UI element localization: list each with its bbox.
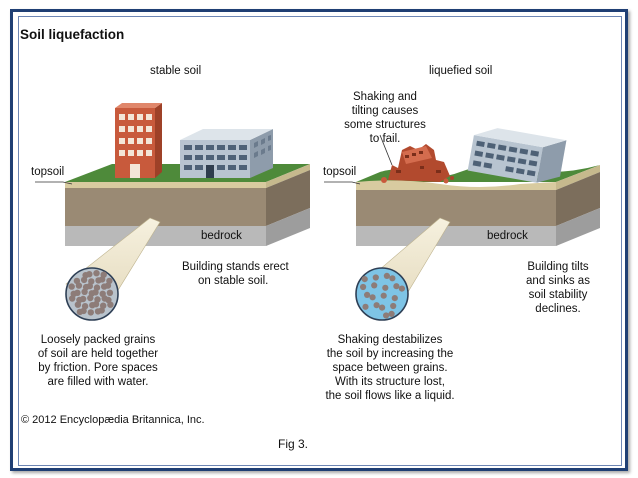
building-tilts-caption: Building tilts and sinks as soil stabili… xyxy=(526,261,590,315)
shaking-caption: Shaking and tilting causes some structur… xyxy=(344,91,426,145)
building-stands-caption: Building stands erect on stable soil. xyxy=(182,261,289,287)
soil-grain xyxy=(369,294,376,301)
soil-grain xyxy=(388,310,395,317)
soil-grain xyxy=(364,291,371,298)
liquefied-soil-block xyxy=(356,165,600,246)
liquefied-grains-caption: Shaking destabilizes the soil by increas… xyxy=(325,334,455,402)
soil-grain xyxy=(74,289,81,296)
topsoil-layer xyxy=(65,182,266,188)
liquefied-soil-header: liquefied soil xyxy=(429,65,493,77)
diagram-title: Soil liquefaction xyxy=(20,27,125,42)
soil-grain xyxy=(383,272,390,279)
soil-grain xyxy=(104,282,112,289)
stable-soil-header: stable soil xyxy=(150,65,202,77)
soil-grain xyxy=(361,276,368,283)
soil-grain xyxy=(106,289,114,296)
soil-grain xyxy=(68,283,75,290)
soil-grain xyxy=(393,283,400,290)
soil-grain xyxy=(80,307,87,315)
soil-grain xyxy=(362,303,369,310)
soil-grain xyxy=(360,283,367,291)
soil-grain xyxy=(99,276,106,283)
soil-grain xyxy=(373,302,380,309)
soil-grain xyxy=(80,276,88,284)
office-building-tilted xyxy=(467,128,567,183)
soil-grain xyxy=(87,309,95,316)
soil-grain xyxy=(86,271,93,278)
soil-grain xyxy=(81,288,88,295)
soil-grain xyxy=(87,294,94,302)
soil-grain xyxy=(380,292,387,299)
soil-grain xyxy=(69,295,76,302)
topsoil-leader-line xyxy=(324,181,361,185)
figure-caption: Fig 3. xyxy=(278,437,309,451)
soil-grain xyxy=(382,284,389,291)
topsoil-label-right: topsoil xyxy=(323,166,357,178)
stable-grains-caption: Loosely packed grains of soil are held t… xyxy=(37,334,159,388)
soil-grain xyxy=(371,282,378,289)
stable-grains-circle xyxy=(65,267,119,321)
topsoil-label-left: topsoil xyxy=(31,166,65,178)
shaking-leader-line xyxy=(379,134,393,166)
soil-grain xyxy=(390,302,397,310)
soil-grain xyxy=(391,295,398,302)
bedrock-label-right: bedrock xyxy=(487,230,528,242)
soil-grain xyxy=(79,295,87,303)
soil-grain xyxy=(107,301,114,308)
topsoil-layer-wavy xyxy=(356,180,556,190)
topsoil-leader-line xyxy=(35,181,73,185)
soil-grain xyxy=(75,282,83,289)
bedrock-layer xyxy=(356,226,556,246)
copyright-notice: © 2012 Encyclopædia Britannica, Inc. xyxy=(21,414,205,426)
soil-grain xyxy=(92,301,100,308)
soil-grain xyxy=(86,282,94,290)
soil-grain xyxy=(372,274,379,281)
brick-building-upright xyxy=(115,103,162,178)
soil-grain xyxy=(92,289,99,296)
soil-grain xyxy=(383,312,390,319)
bedrock-layer xyxy=(65,226,266,246)
soil-grain xyxy=(389,275,396,282)
bedrock-label-left: bedrock xyxy=(201,230,242,242)
soil-layer xyxy=(356,190,556,226)
soil-grain xyxy=(398,285,405,292)
office-building-upright xyxy=(180,129,273,178)
soil-grain xyxy=(379,304,386,311)
soil-layer xyxy=(65,188,266,226)
soil-grain xyxy=(93,270,100,277)
brick-building-collapsed xyxy=(381,144,454,184)
soil-grain xyxy=(74,301,82,308)
liquefied-grains-circle xyxy=(355,267,409,321)
figure-inner-border xyxy=(18,16,622,466)
soil-grain xyxy=(98,307,105,314)
